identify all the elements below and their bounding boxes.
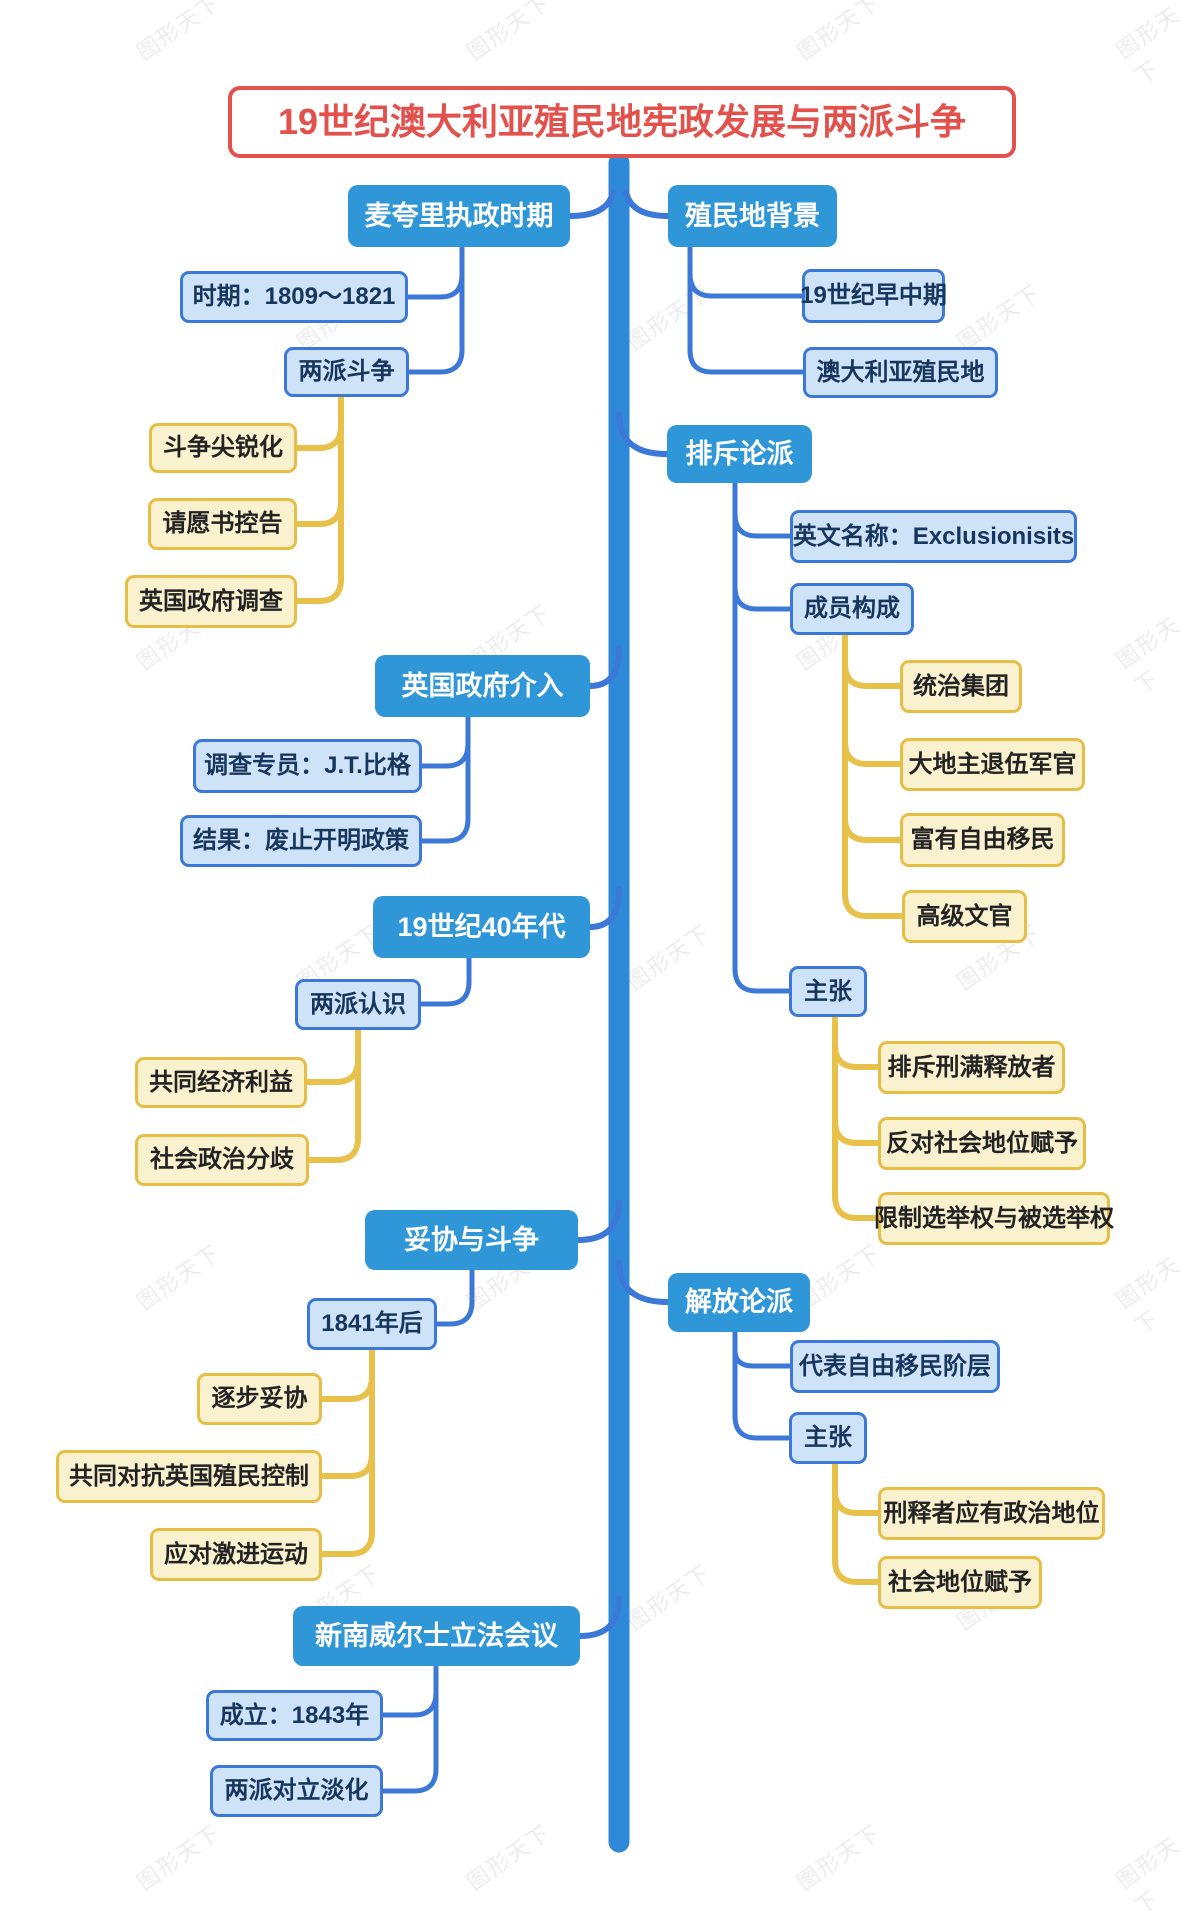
- node-commissioner-bigge[interactable]: 调查专员：J.T.比格: [193, 739, 422, 793]
- node-australian-colony[interactable]: 澳大利亚殖民地: [803, 347, 998, 398]
- node-petition-accusation[interactable]: 请愿书控告: [148, 498, 297, 550]
- node-colony-background[interactable]: 殖民地背景: [668, 185, 837, 247]
- node-member-composition[interactable]: 成员构成: [790, 583, 914, 635]
- node-senior-officials[interactable]: 高级文官: [902, 890, 1027, 943]
- node-respond-radical-movement[interactable]: 应对激进运动: [150, 1528, 322, 1581]
- node-ruling-group[interactable]: 统治集团: [900, 660, 1022, 713]
- node-landlord-veterans[interactable]: 大地主退伍军官: [900, 738, 1085, 791]
- node-result-abolish-policy[interactable]: 结果：废止开明政策: [180, 815, 422, 867]
- root-topic[interactable]: 19世纪澳大利亚殖民地宪政发展与两派斗争: [228, 86, 1016, 158]
- node-limit-suffrage[interactable]: 限制选举权与被选举权: [874, 1192, 1114, 1245]
- node-compromise-struggle[interactable]: 妥协与斗争: [365, 1210, 578, 1270]
- node-uk-gov-investigation[interactable]: 英国政府调查: [125, 575, 297, 628]
- node-uk-intervention[interactable]: 英国政府介入: [375, 655, 590, 717]
- node-emancipists[interactable]: 解放论派: [668, 1273, 810, 1332]
- node-early-mid-19th[interactable]: 19世纪早中期: [800, 269, 947, 323]
- node-wealthy-free-immigrants[interactable]: 富有自由移民: [900, 813, 1065, 867]
- node-represent-free-immigrants[interactable]: 代表自由移民阶层: [790, 1340, 1000, 1393]
- node-social-political-divergence[interactable]: 社会政治分歧: [135, 1134, 309, 1186]
- node-struggle-sharpened[interactable]: 斗争尖锐化: [149, 423, 297, 473]
- node-macquarie-era[interactable]: 麦夸里执政时期: [348, 185, 570, 247]
- leaf-connectors: [294, 392, 905, 1585]
- node-grant-social-status[interactable]: 社会地位赋予: [878, 1556, 1042, 1609]
- main-connectors: [567, 189, 671, 1639]
- node-two-faction-struggle[interactable]: 两派斗争: [284, 347, 409, 397]
- node-nsw-legislative-council[interactable]: 新南威尔士立法会议: [293, 1606, 580, 1666]
- node-founded-1843[interactable]: 成立：1843年: [206, 1690, 383, 1741]
- node-oppose-social-status[interactable]: 反对社会地位赋予: [878, 1117, 1086, 1170]
- node-period-1809-1821[interactable]: 时期：1809～1821: [180, 271, 408, 323]
- node-resist-british-control[interactable]: 共同对抗英国殖民控制: [56, 1450, 322, 1503]
- node-common-economic-interest[interactable]: 共同经济利益: [135, 1057, 307, 1108]
- node-gradual-compromise[interactable]: 逐步妥协: [197, 1373, 322, 1425]
- node-exclude-ex-convicts[interactable]: 排斥刑满释放者: [878, 1041, 1065, 1094]
- node-opposition-faded[interactable]: 两派对立淡化: [210, 1765, 383, 1817]
- node-exclusionists[interactable]: 排斥论派: [667, 425, 812, 483]
- node-after-1841[interactable]: 1841年后: [307, 1298, 437, 1350]
- node-exconvict-political-status[interactable]: 刑释者应有政治地位: [878, 1487, 1105, 1540]
- node-english-name[interactable]: 英文名称：Exclusionisits: [790, 510, 1077, 563]
- node-two-faction-recognition[interactable]: 两派认识: [295, 979, 421, 1030]
- node-emancipist-claims[interactable]: 主张: [789, 1412, 867, 1464]
- node-1840s[interactable]: 19世纪40年代: [373, 896, 590, 958]
- node-exclusionist-claims[interactable]: 主张: [789, 966, 867, 1017]
- sub-connectors: [380, 242, 806, 1794]
